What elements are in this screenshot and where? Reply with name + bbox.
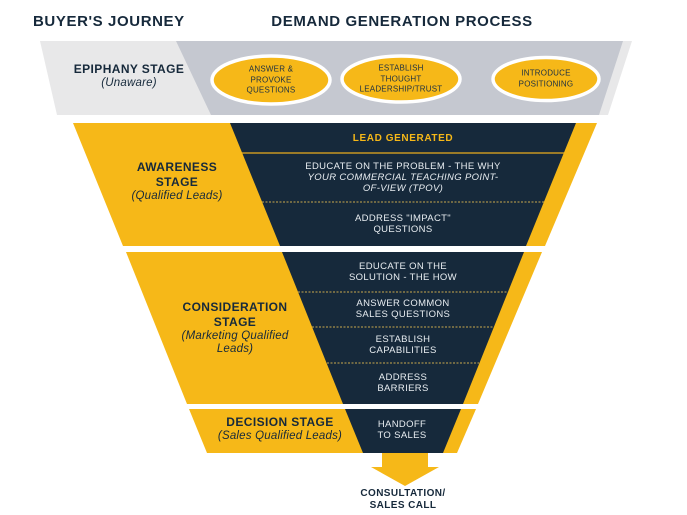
- bubble-introduce-positioning-label: INTRODUCE POSITIONING: [518, 68, 574, 89]
- awareness-stage-qualifier: (Qualified Leads): [131, 190, 223, 202]
- bubble-establish-thought: [340, 54, 462, 104]
- consideration-stage-qualifier: (Marketing Qualified Leads): [181, 330, 289, 355]
- row-address-impact: ADDRESS "IMPACT" QUESTIONS: [354, 213, 452, 235]
- consideration-stage-name: CONSIDERATION STAGE: [182, 300, 288, 329]
- row-address-barriers: ADDRESS BARRIERS: [377, 372, 429, 394]
- row-educate-solution: EDUCATE ON THE SOLUTION - THE HOW: [349, 261, 457, 283]
- buyers-journey-heading: BUYER'S JOURNEY: [33, 13, 185, 30]
- row-handoff-to-sales: HANDOFF TO SALES: [377, 419, 427, 441]
- row-lead-generated: LEAD GENERATED: [352, 133, 454, 144]
- row-educate-problem: EDUCATE ON THE PROBLEM - THE WHY: [305, 161, 501, 172]
- down-arrow-icon: [371, 453, 439, 486]
- row-commercial-teaching: YOUR COMMERCIAL TEACHING POINT-OF-VIEW (…: [307, 172, 499, 194]
- bubble-answer-provoke-label: ANSWER & PROVOKE QUESTIONS: [246, 64, 296, 95]
- epiphany-stage-name: EPIPHANY STAGE: [73, 62, 185, 76]
- decision-band-navy: [345, 409, 461, 453]
- consideration-band-navy: [282, 252, 524, 404]
- decision-stage-qualifier: (Sales Qualified Leads): [217, 430, 343, 442]
- bubble-establish-thought-label: ESTABLISH THOUGHT LEADERSHIP/TRUST: [359, 63, 443, 94]
- bubble-answer-provoke: [210, 54, 332, 106]
- outcome-consultation-sales-call: CONSULTATION/ SALES CALL: [360, 488, 446, 511]
- awareness-stage-name: AWARENESS STAGE: [136, 160, 218, 189]
- demand-generation-heading: DEMAND GENERATION PROCESS: [271, 13, 533, 30]
- row-establish-capabilities: ESTABLISH CAPABILITIES: [369, 334, 437, 356]
- bubble-introduce-positioning: [491, 55, 601, 103]
- epiphany-stage-qualifier: (Unaware): [101, 77, 157, 89]
- decision-stage-name: DECISION STAGE: [226, 415, 334, 429]
- awareness-band-navy: [230, 123, 576, 246]
- row-answer-common: ANSWER COMMON SALES QUESTIONS: [355, 298, 451, 320]
